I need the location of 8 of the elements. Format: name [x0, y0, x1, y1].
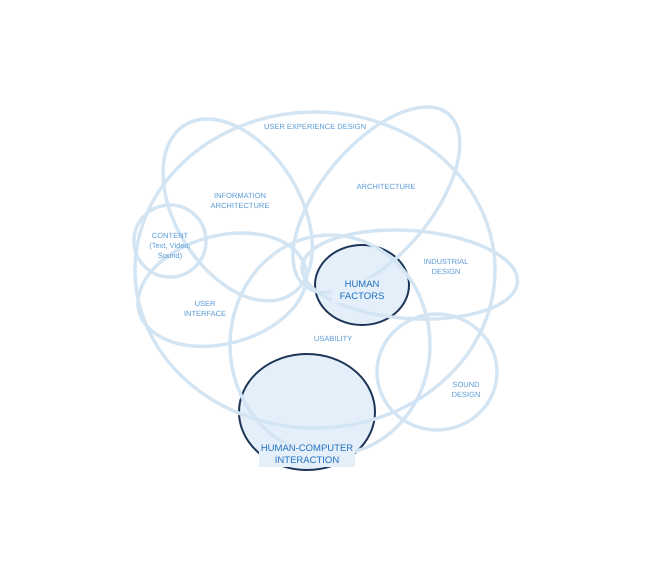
- venn-ellipse: [132, 203, 208, 279]
- venn-ellipse: [300, 228, 520, 322]
- circle-label: HUMAN-COMPUTER INTERACTION: [259, 443, 355, 467]
- venn-ellipse: [133, 110, 497, 430]
- venn-ellipse: [375, 312, 499, 432]
- highlighted-circle: [237, 352, 377, 472]
- venn-ellipse: [136, 231, 308, 349]
- highlighted-circle: [313, 243, 411, 327]
